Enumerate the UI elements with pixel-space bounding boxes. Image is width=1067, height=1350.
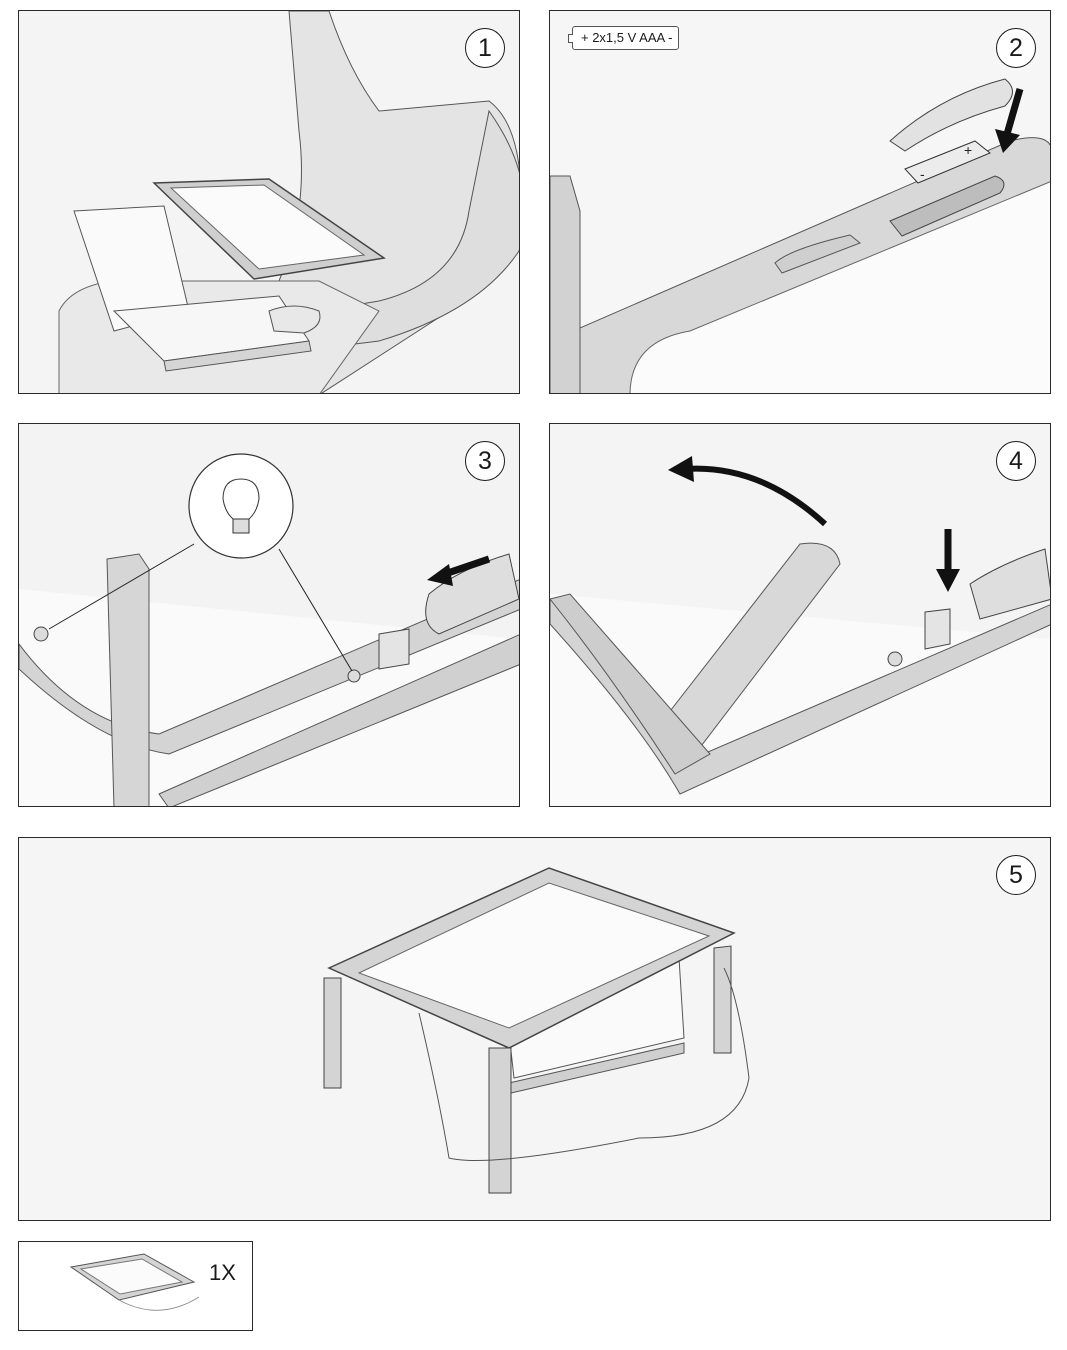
battery-spec-text: + 2x1,5 V AAA - xyxy=(581,30,673,45)
leg-attachment-illustration xyxy=(19,453,519,806)
quantity-label: 1X xyxy=(209,1260,236,1285)
package-contents-panel: 1X xyxy=(18,1241,253,1331)
battery-icon xyxy=(568,34,573,43)
leg-folding-illustration xyxy=(550,456,1050,806)
magnifier-on-book-illustration xyxy=(323,867,750,1194)
battery-insertion-illustration: - + xyxy=(550,78,1050,393)
step-3-panel: 3 xyxy=(18,423,520,807)
battery-spec-label: + 2x1,5 V AAA - xyxy=(568,26,680,50)
step-number-badge: 5 xyxy=(996,855,1036,895)
svg-text:+: + xyxy=(964,142,972,158)
step-number-badge: 3 xyxy=(465,441,505,481)
step-1-panel: 1 xyxy=(18,10,520,394)
step-4-panel: 4 xyxy=(549,423,1051,807)
step-5-panel: 5 xyxy=(18,837,1051,1221)
step-2-panel: - + + 2x1,5 V AAA - 2 xyxy=(549,10,1051,394)
person-reading-illustration xyxy=(58,11,519,393)
step-number-badge: 4 xyxy=(996,441,1036,481)
step-number-badge: 2 xyxy=(996,28,1036,68)
svg-text:-: - xyxy=(920,166,925,182)
step-number-badge: 1 xyxy=(465,28,505,68)
magnifier-thumbnail xyxy=(69,1253,200,1311)
